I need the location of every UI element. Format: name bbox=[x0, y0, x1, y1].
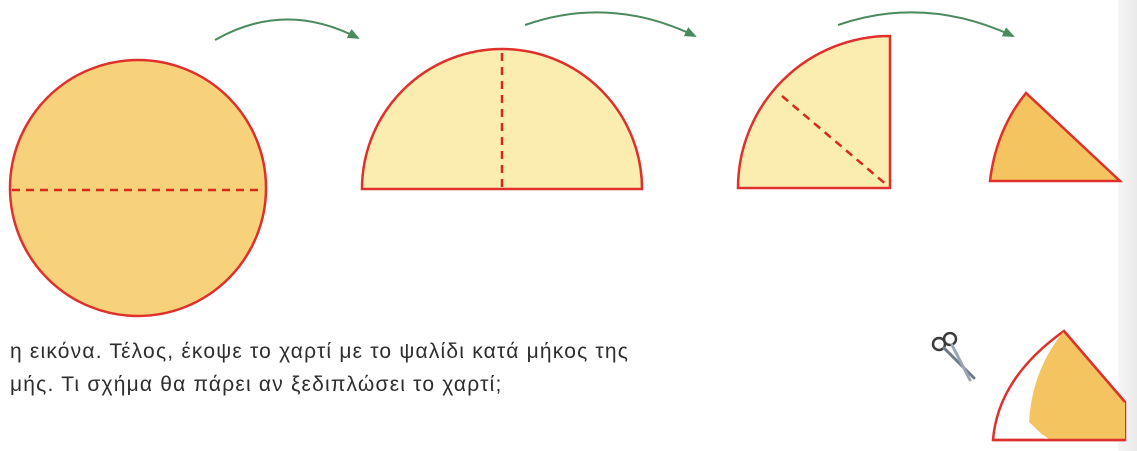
semicircle-shape bbox=[360, 47, 644, 191]
curved-arrow-icon bbox=[837, 11, 1015, 37]
cut-line bbox=[1003, 406, 1049, 441]
instruction-text-line-1: η εικόνα. Τέλος, έκοψε το χαρτί με το ψα… bbox=[10, 340, 630, 363]
scissors-icon bbox=[931, 332, 976, 382]
cut-paper-shape bbox=[991, 329, 1127, 442]
instruction-text-line-2: μής. Τι σχήμα θα πάρει αν ξεδιπλώσει το … bbox=[10, 373, 503, 396]
curved-arrow-icon bbox=[214, 18, 360, 41]
curved-arrow-icon bbox=[524, 11, 697, 37]
quarter-circle-shape bbox=[736, 34, 892, 190]
full-circle-shape bbox=[8, 58, 268, 318]
page-edge bbox=[1118, 0, 1137, 451]
diagonal-fold-line bbox=[781, 95, 889, 187]
eighth-circle-shape bbox=[988, 91, 1124, 183]
